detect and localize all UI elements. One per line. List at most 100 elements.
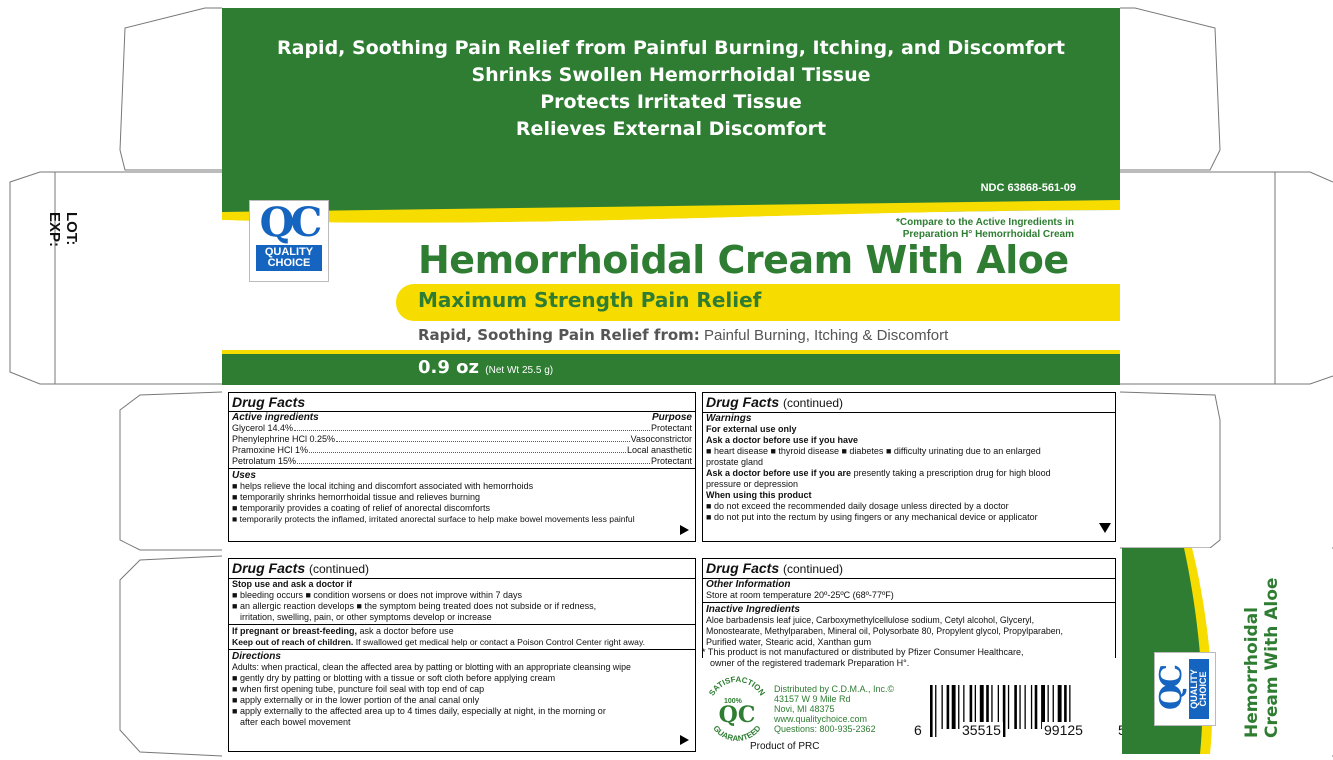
side-qc-logo: QC QUALITY CHOICE [1154,652,1216,726]
barcode-bar [1041,685,1045,729]
tagline-bold: Rapid, Soothing Pain Relief from: [418,326,700,344]
lot-exp-area: LOT: EXP: [46,212,80,247]
side-product-title: Hemorrhoidal Cream With Aloe [1242,578,1282,738]
direction-item: ■ apply externally to the affected area … [232,706,606,716]
top-panel: Rapid, Soothing Pain Relief from Painful… [222,8,1120,170]
front-panel: NDC 63868-561-09 *Compare to the Active … [222,170,1120,385]
barcode-digit-3: 99125 [1042,722,1085,738]
direction-item: ■ apply externally or in the lower porti… [232,695,480,705]
satisfaction-seal-icon: SATISFACTION GUARANTEED 100% QC [707,675,767,743]
stop-items-a: ■ bleeding occurs ■ condition worsens or… [232,590,523,600]
active-ingredients-header: Active ingredients [232,412,319,423]
qc-brand-choice: CHOICE [267,257,311,269]
distributor-line-5: Questions: 800-935-2362 [774,724,876,734]
drug-facts-box-1: Drug Facts Active ingredients Purpose Gl… [228,392,696,542]
barcode-bar [935,685,937,737]
ndc-number: NDC 63868-561-09 [980,182,1076,194]
use-item: ■ temporarily provides a coating of reli… [232,503,491,513]
purpose-header: Purpose [651,412,692,423]
drug-facts-title-continued: Drug Facts (continued) [703,559,1115,579]
top-line-4: Relieves External Discomfort [515,118,827,140]
direction-item: ■ gently dry by patting or blotting with… [232,673,556,683]
distributor-line-2: 43157 W 9 Mile Rd [774,694,851,704]
disclaimer-1: * This product is not manufactured or di… [702,647,1024,657]
direction-item: ■ when first opening tube, puncture foil… [232,684,485,694]
when-using-item: ■ do not put into the rectum by using fi… [706,512,1038,522]
top-right-flap [1120,7,1221,171]
yellow-swoosh [222,200,1120,240]
compare-note: *Compare to the Active Ingredients in Pr… [896,217,1074,241]
uses-header: Uses [232,470,256,481]
when-using-item: ■ do not exceed the recommended daily do… [706,501,1009,511]
left-side-panel [9,171,222,385]
exp-label: EXP: [46,212,63,248]
directions-header: Directions [232,651,281,662]
distributor-info: Distributed by C.D.M.A., Inc.© 43157 W 9… [774,684,894,734]
barcode-bar [958,685,960,729]
seal-top-text: SATISFACTION [707,675,767,698]
other-info-header: Other Information [706,579,791,590]
conditions: ■ heart disease ■ thyroid disease ■ diab… [706,446,1041,456]
external-use: For external use only [706,424,797,434]
side-title-line-2: Cream With Aloe [1262,577,1282,738]
qc-brand-quality: QUALITY [264,246,314,258]
side-qc-brand: QUALITY CHOICE [1189,659,1209,719]
front-bottom-bar [222,350,1120,385]
inactive-2: Monostearate, Methylparaben, Mineral oil… [706,626,1063,636]
inactive-3: Purified water, Stearic acid, Xanthan gu… [706,637,872,647]
barcode-bar [946,685,950,729]
tagline: Rapid, Soothing Pain Relief from: Painfu… [418,326,948,344]
drug-facts-title: Drug Facts [229,393,695,412]
drug-facts-box-3: Drug Facts (continued) Stop use and ask … [228,558,696,752]
when-using-header: When using this product [706,490,812,500]
top-line-2: Shrinks Swollen Hemorrhoidal Tissue [471,64,871,86]
side-qc-letters: QC [1154,668,1189,711]
barcode-bar [979,685,984,729]
inactive-header: Inactive Ingredients [706,604,800,615]
barcode: 6 35515 99125 5 [914,685,1126,738]
barcode-bar [997,685,999,729]
active-row: Pramoxine HCl 1%Local anasthetic [232,445,692,455]
barcode-bar [1034,685,1038,729]
drug-facts-box-2: Drug Facts (continued) Warnings For exte… [702,392,1116,542]
side-title-line-1: Hemorrhoidal [1242,607,1262,738]
seal-qc: QC [719,702,756,728]
barcode-bar [1024,685,1026,729]
product-of: Product of PRC [750,741,820,752]
active-row: Phenylephrine HCl 0.25%Vasoconstrictor [232,434,692,444]
drug-facts-title-continued: Drug Facts (continued) [703,393,1115,413]
stop-items-b: ■ an allergic reaction develops ■ the sy… [232,601,597,611]
net-weight-sub: (Net Wt 25.5 g) [485,365,554,376]
barcode-bar [1047,685,1049,729]
ask-doctor: Ask a doctor before use if you have [706,435,859,445]
barcode-bar [951,685,956,729]
conditions-cont: prostate gland [706,457,764,467]
compare-line-1: *Compare to the Active Ingredients in [896,217,1074,228]
ask-doctor-if: Ask a doctor before use if you are prese… [706,468,1051,478]
top-line-3: Protects Irritated Tissue [540,91,802,113]
disclaimer-2: owner of the registered trademark Prepar… [710,658,910,668]
svg-text:SATISFACTION: SATISFACTION [707,675,767,698]
stop-use-header: Stop use and ask a doctor if [232,579,353,589]
top-line-1: Rapid, Soothing Pain Relief from Painful… [277,37,1065,59]
keep-out-warning: Keep out of reach of children. If swallo… [232,637,645,647]
barcode-bar [1052,685,1054,729]
use-item: ■ temporarily protects the inflamed, irr… [232,514,635,524]
inactive-1: Aloe barbadensis leaf juice, Carboxymeth… [706,615,1035,625]
pregnant-warning: If pregnant or breast-feeding, ask a doc… [232,626,454,636]
product-subtitle: Maximum Strength Pain Relief [418,288,762,312]
bottom-left-flap [119,555,223,757]
barcode-digit-4: 5 [1118,722,1126,738]
compare-line-2: Preparation H° Hemorrhoidal Cream [902,229,1074,240]
distributor-line-3: Novi, MI 48375 [774,704,835,714]
barcode-bar [1002,685,1006,737]
continue-arrow-icon [680,525,689,535]
distributor-line-4: www.qualitychoice.com [774,714,868,724]
barcode-bar [1030,685,1033,729]
warnings-header: Warnings [706,413,752,424]
net-weight-main: 0.9 oz [418,357,479,378]
barcode-bar [963,685,965,729]
barcode-bar [1007,685,1010,729]
barcode-digit-1: 6 [914,722,922,738]
